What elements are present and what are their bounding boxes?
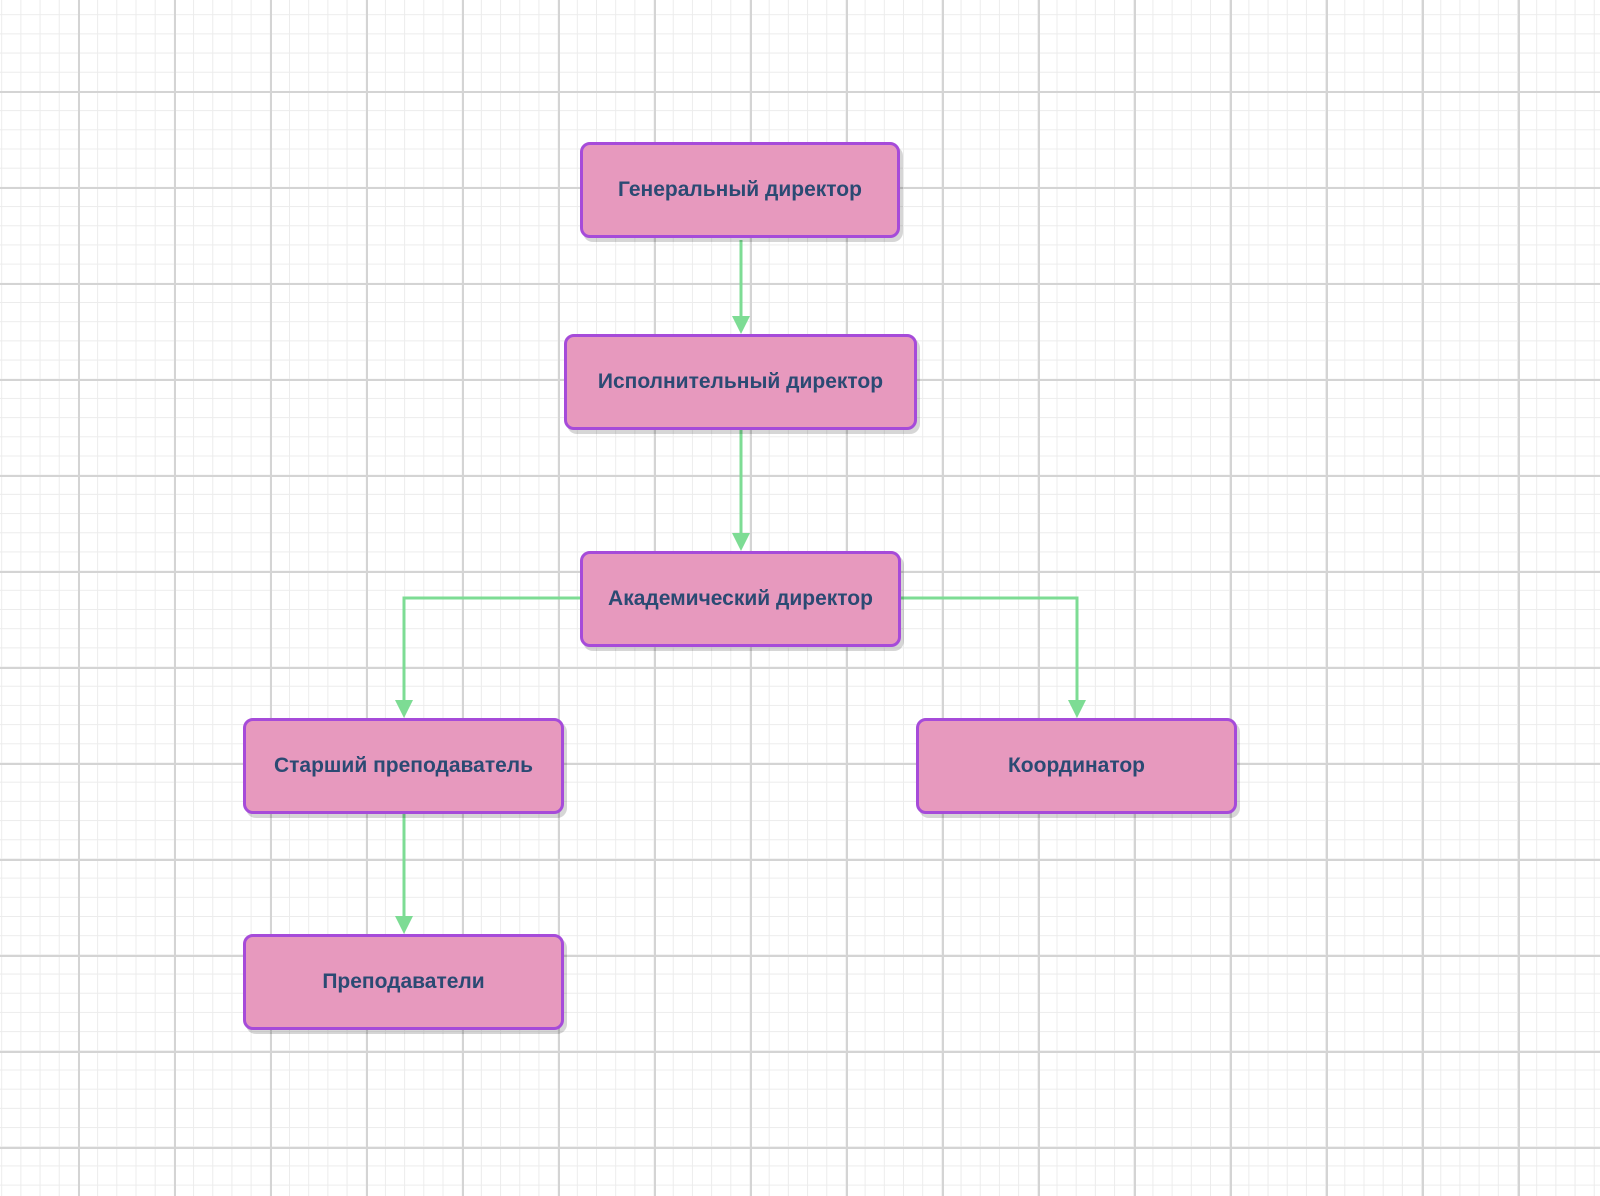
node-label: Преподаватели [322, 970, 485, 993]
arrowhead-academic [732, 533, 750, 551]
node-executive-director[interactable]: Исполнительный директор [564, 334, 917, 430]
connector-academic-to-senior-teacher [402, 596, 580, 714]
node-general-director[interactable]: Генеральный директор [580, 142, 900, 238]
arrowhead-coordinator [1068, 700, 1086, 718]
node-label: Академический директор [608, 587, 873, 610]
arrowhead-teachers [395, 916, 413, 934]
arrowhead-executive [732, 316, 750, 334]
node-teachers[interactable]: Преподаватели [243, 934, 564, 1030]
arrowhead-senior-teacher [395, 700, 413, 718]
node-academic-director[interactable]: Академический директор [580, 551, 901, 647]
node-coordinator[interactable]: Координатор [916, 718, 1237, 814]
node-label: Генеральный директор [618, 178, 862, 201]
node-label: Координатор [1007, 754, 1146, 777]
connector-academic-to-coordinator [901, 596, 1079, 714]
node-label: Исполнительный директор [597, 370, 884, 393]
node-label: Старший преподаватель [273, 754, 534, 777]
node-senior-teacher[interactable]: Старший преподаватель [243, 718, 564, 814]
